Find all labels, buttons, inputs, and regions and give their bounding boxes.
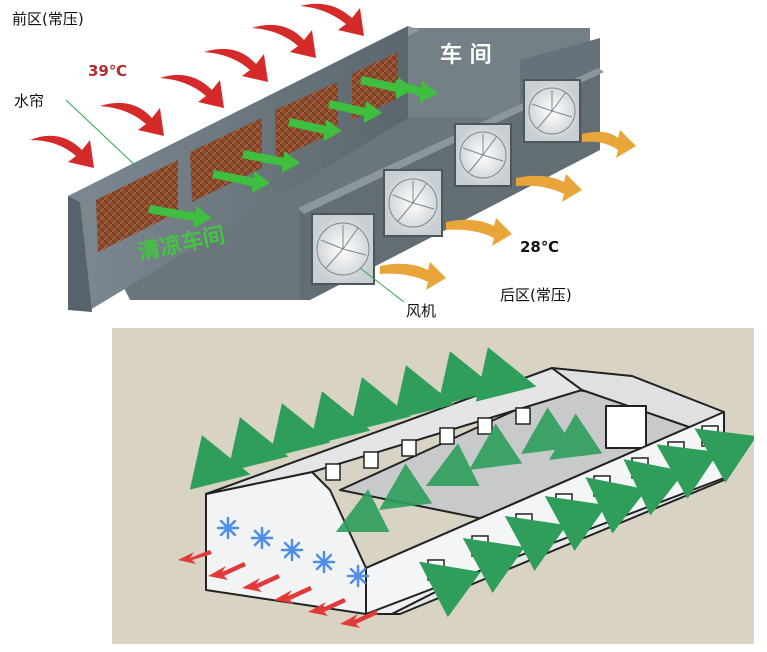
- inner-flow-arrow: [379, 463, 433, 510]
- inner-flow-arrow: [335, 489, 390, 533]
- snowflake-icon: [346, 564, 370, 588]
- window: [515, 407, 531, 425]
- hot-air-arrow: [252, 24, 316, 58]
- cool-air-arrow: [242, 150, 300, 173]
- cool-air-arrow: [212, 170, 270, 193]
- cool-air-arrow: [394, 80, 438, 103]
- window: [439, 427, 455, 445]
- side-air-arrow: [504, 515, 567, 572]
- exhaust-air-arrow: [208, 562, 246, 580]
- hot-air-arrow: [300, 3, 364, 36]
- exhaust-air-arrows: [178, 550, 378, 628]
- fan: [454, 123, 512, 187]
- snowflake-icon: [216, 516, 240, 540]
- side-air-arrow: [623, 459, 685, 516]
- fan: [311, 213, 375, 285]
- inner-flow-arrows: [335, 407, 603, 533]
- cool-air-arrow: [148, 205, 212, 228]
- inner-flow-arrow: [549, 413, 603, 460]
- side-air-arrows: [419, 428, 754, 618]
- fan-leader: [359, 267, 405, 303]
- incoming-air-arrow: [309, 391, 371, 446]
- incoming-air-arrow: [189, 435, 251, 490]
- cool-air-arrows: [148, 76, 438, 228]
- exhaust-fans: [311, 79, 581, 285]
- side-air-arrow: [419, 561, 481, 618]
- incoming-air-arrow: [269, 403, 331, 458]
- snowflake-icon: [312, 550, 336, 574]
- exhaust-air-arrow: [516, 174, 582, 202]
- exhaust-air-arrow: [178, 550, 212, 564]
- inner-flow-arrow: [425, 443, 480, 487]
- side-air-arrow: [656, 444, 719, 499]
- pad-panel: [96, 160, 178, 252]
- hot-air-arrow: [30, 135, 94, 168]
- exhaust-air-arrow: [582, 130, 636, 158]
- water-curtain-leader: [65, 99, 139, 169]
- incoming-air-arrow: [349, 377, 411, 432]
- window: [325, 463, 341, 481]
- side-air-arrow: [544, 495, 607, 552]
- window: [401, 439, 417, 457]
- fan: [523, 79, 581, 143]
- incoming-air-arrow: [393, 365, 455, 420]
- hot-air-arrow: [100, 102, 164, 136]
- cool-air-arrow: [328, 100, 382, 123]
- workshop-label: 车 间: [440, 42, 492, 68]
- side-air-arrow: [462, 537, 525, 594]
- snowflake-icon: [250, 526, 274, 550]
- water-curtain-label: 水帘: [14, 92, 44, 110]
- incoming-air-arrow: [475, 347, 537, 402]
- inner-flow-arrow: [469, 423, 523, 470]
- tunnel-ventilation-building-diagram: [112, 328, 754, 644]
- back-zone-label: 后区(常压): [500, 286, 572, 304]
- front-temperature-label: 39℃: [88, 62, 127, 80]
- hot-air-arrow: [160, 74, 224, 108]
- evaporative-cooling-workshop-diagram: 前区(常压) 39℃ 水帘 车 间 清凉车间 28℃ 后区(常压) 风机: [12, 3, 636, 320]
- cooling-snowflakes: [216, 516, 370, 588]
- back-temperature-label: 28℃: [520, 238, 559, 256]
- incoming-air-arrow: [227, 417, 289, 472]
- pad-panel: [190, 118, 262, 202]
- front-zone-label: 前区(常压): [12, 10, 84, 28]
- side-air-arrow: [585, 477, 647, 534]
- exhaust-air-arrow: [380, 262, 446, 290]
- snowflake-icon: [280, 538, 304, 562]
- fan: [383, 169, 443, 237]
- incoming-air-arrows: [189, 347, 537, 490]
- pad-panel: [275, 82, 338, 160]
- fan-label: 风机: [406, 302, 436, 320]
- exhaust-air-arrow: [446, 218, 512, 246]
- cool-air-arrow: [288, 118, 342, 141]
- side-air-arrow: [694, 428, 754, 483]
- exhaust-air-arrow: [274, 586, 312, 604]
- exhaust-air-arrows: [380, 130, 636, 290]
- exhaust-air-arrow: [308, 598, 346, 616]
- window: [477, 417, 493, 435]
- hot-air-arrow: [204, 48, 268, 82]
- hot-air-arrows: [30, 3, 364, 168]
- window: [363, 451, 379, 469]
- exhaust-air-arrow: [340, 610, 378, 628]
- incoming-air-arrow: [437, 351, 499, 406]
- end-door: [605, 405, 647, 449]
- exhaust-air-arrow: [242, 574, 280, 592]
- building-left-end: [68, 196, 92, 312]
